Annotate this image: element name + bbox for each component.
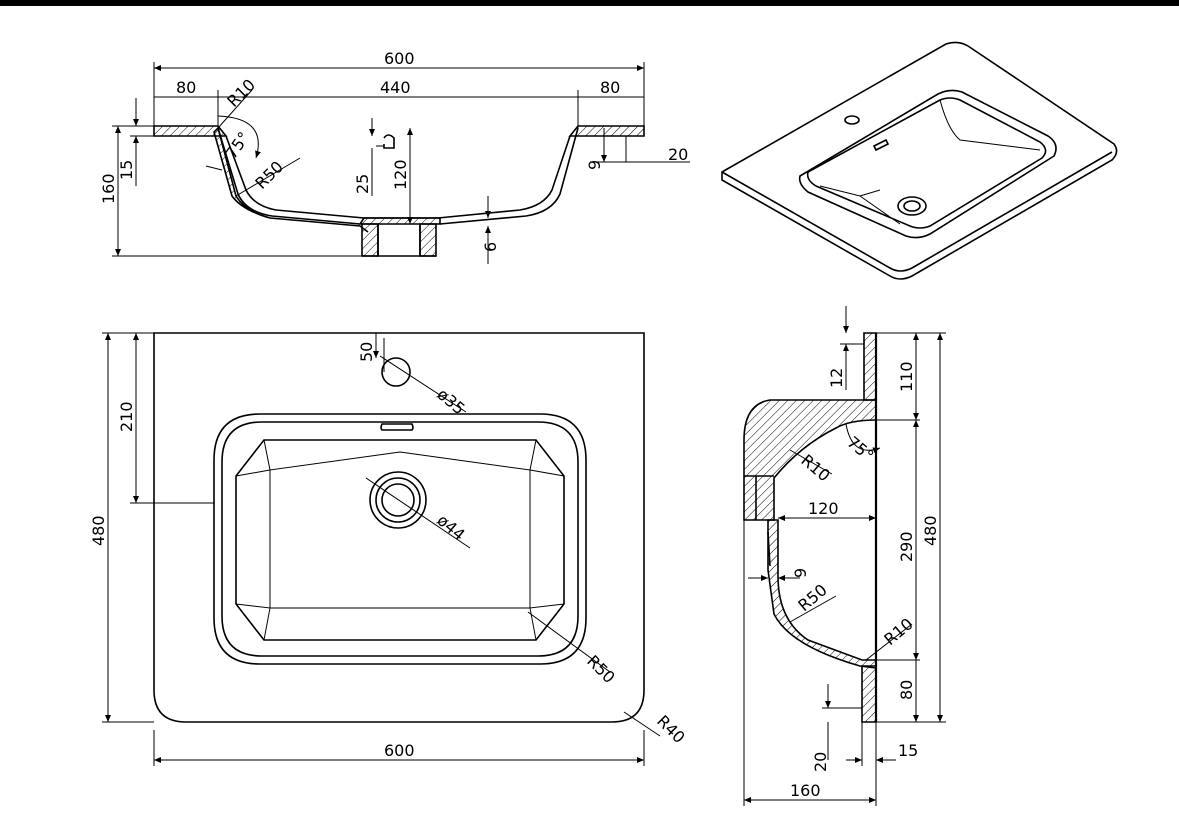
- dim-side-wall-radius: R50: [794, 580, 830, 615]
- dim-side-thickness: 9: [791, 568, 810, 578]
- dim-side-total-height: 160: [790, 781, 821, 800]
- dim-side-wall-angle: 75°: [843, 433, 877, 466]
- dim-bottom-radius: R10: [880, 614, 916, 649]
- dim-overflow-height: 25: [353, 174, 372, 194]
- dim-plan-width: 600: [384, 741, 415, 760]
- dim-side-deck-thickness: 15: [898, 741, 918, 760]
- section-view-front: 600 80 440 80 R10 75° R50 160 15 25 120 …: [99, 49, 690, 264]
- dim-side-corner-radius: R10: [797, 451, 833, 486]
- dim-side-overall-depth: 480: [921, 515, 940, 546]
- dim-front-deck: 80: [897, 680, 916, 700]
- top-border: [0, 0, 1179, 6]
- section-view-side: 12 110 75° R10 120 290 480 9 R50 R10 80 …: [743, 306, 946, 806]
- dim-back-deck: 110: [897, 361, 916, 392]
- dim-wall-thickness: 6: [481, 242, 500, 252]
- dim-basin-length: 290: [897, 531, 916, 562]
- dim-overall-width: 600: [384, 49, 415, 68]
- dim-rim-height: 20: [811, 752, 830, 772]
- dim-basin-width: 440: [380, 78, 411, 97]
- dim-tap-offset: 50: [357, 342, 376, 362]
- dim-tap-to-basin: 210: [117, 401, 136, 432]
- dim-side-thickness: 9: [585, 160, 604, 170]
- dim-outer-radius: R40: [653, 711, 689, 747]
- dim-left-margin: 80: [176, 78, 196, 97]
- dim-waste-hole: ø44: [433, 511, 468, 545]
- dim-wall-radius: R50: [251, 157, 287, 193]
- dim-rim-thickness: 20: [668, 145, 688, 164]
- isometric-view: [721, 41, 1118, 280]
- plan-view: 50 ø35 210 ø44 480 R50 R40 600: [89, 332, 689, 766]
- dim-right-margin: 80: [600, 78, 620, 97]
- dim-corner-radius: R10: [223, 75, 259, 111]
- dim-overall-depth: 480: [89, 515, 108, 546]
- dim-side-basin-depth: 120: [808, 499, 839, 518]
- dim-lip-depth: 12: [827, 368, 846, 388]
- dim-total-height: 160: [99, 173, 118, 204]
- dim-basin-depth: 120: [391, 159, 410, 190]
- dim-deck-thickness: 15: [117, 160, 136, 180]
